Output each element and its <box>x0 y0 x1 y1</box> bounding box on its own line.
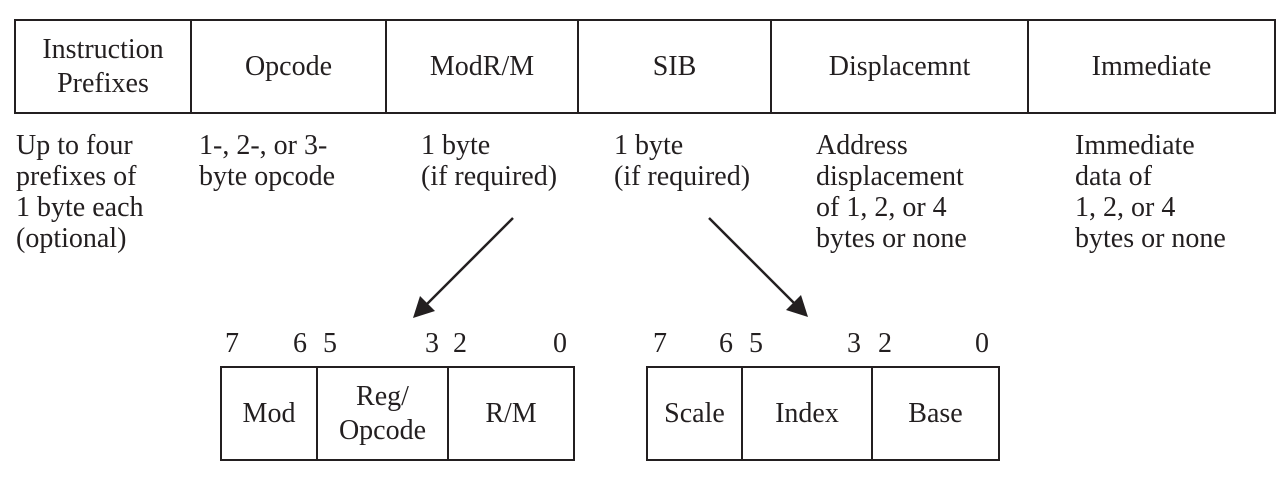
modrm-bit-3: 3 <box>425 328 439 359</box>
arrow-sib <box>708 217 808 317</box>
desc-instruction-prefixes: Up to four prefixes of 1 byte each (opti… <box>16 130 144 254</box>
sib-bit-7: 7 <box>653 328 667 359</box>
sib-base: Base <box>908 397 963 429</box>
modrm-bit-6: 6 <box>293 328 307 359</box>
field-opcode: Opcode <box>192 21 387 112</box>
sib-byte: Scale Index Base <box>646 366 1000 461</box>
modrm-mod: Mod <box>222 368 318 459</box>
modrm-bit-0: 0 <box>553 328 567 359</box>
desc-displacement: Address displacement of 1, 2, or 4 bytes… <box>816 130 967 254</box>
sib-bit-0: 0 <box>975 328 989 359</box>
sib-bit-3: 3 <box>847 328 861 359</box>
field-modrm: ModR/M <box>387 21 579 112</box>
modrm-rm: R/M <box>485 397 537 429</box>
modrm-byte: Mod Reg/ Opcode R/M <box>220 366 575 461</box>
modrm-reg-opcode: Reg/ Opcode <box>318 368 449 459</box>
modrm-bit-2: 2 <box>453 328 467 359</box>
desc-modrm: 1 byte (if required) <box>421 130 558 192</box>
field-displacement: Displacemnt <box>772 21 1029 112</box>
field-instruction-prefixes: Instruction Prefixes <box>16 21 192 112</box>
field-sib: SIB <box>579 21 772 112</box>
modrm-bit-5: 5 <box>323 328 337 359</box>
sib-bit-5: 5 <box>749 328 763 359</box>
sib-bit-2: 2 <box>878 328 892 359</box>
sib-scale: Scale <box>648 368 743 459</box>
sib-index: Index <box>743 368 873 459</box>
desc-sib: 1 byte (if required) <box>614 130 751 192</box>
desc-immediate: Immediate data of 1, 2, or 4 bytes or no… <box>1075 130 1226 254</box>
modrm-bit-7: 7 <box>225 328 239 359</box>
sib-bit-6: 6 <box>719 328 733 359</box>
desc-opcode: 1-, 2-, or 3- byte opcode <box>199 130 336 192</box>
instruction-format-row: Instruction Prefixes Opcode ModR/M SIB D… <box>14 19 1276 114</box>
field-immediate: Immediate <box>1091 50 1212 82</box>
arrow-modrm <box>413 217 514 318</box>
